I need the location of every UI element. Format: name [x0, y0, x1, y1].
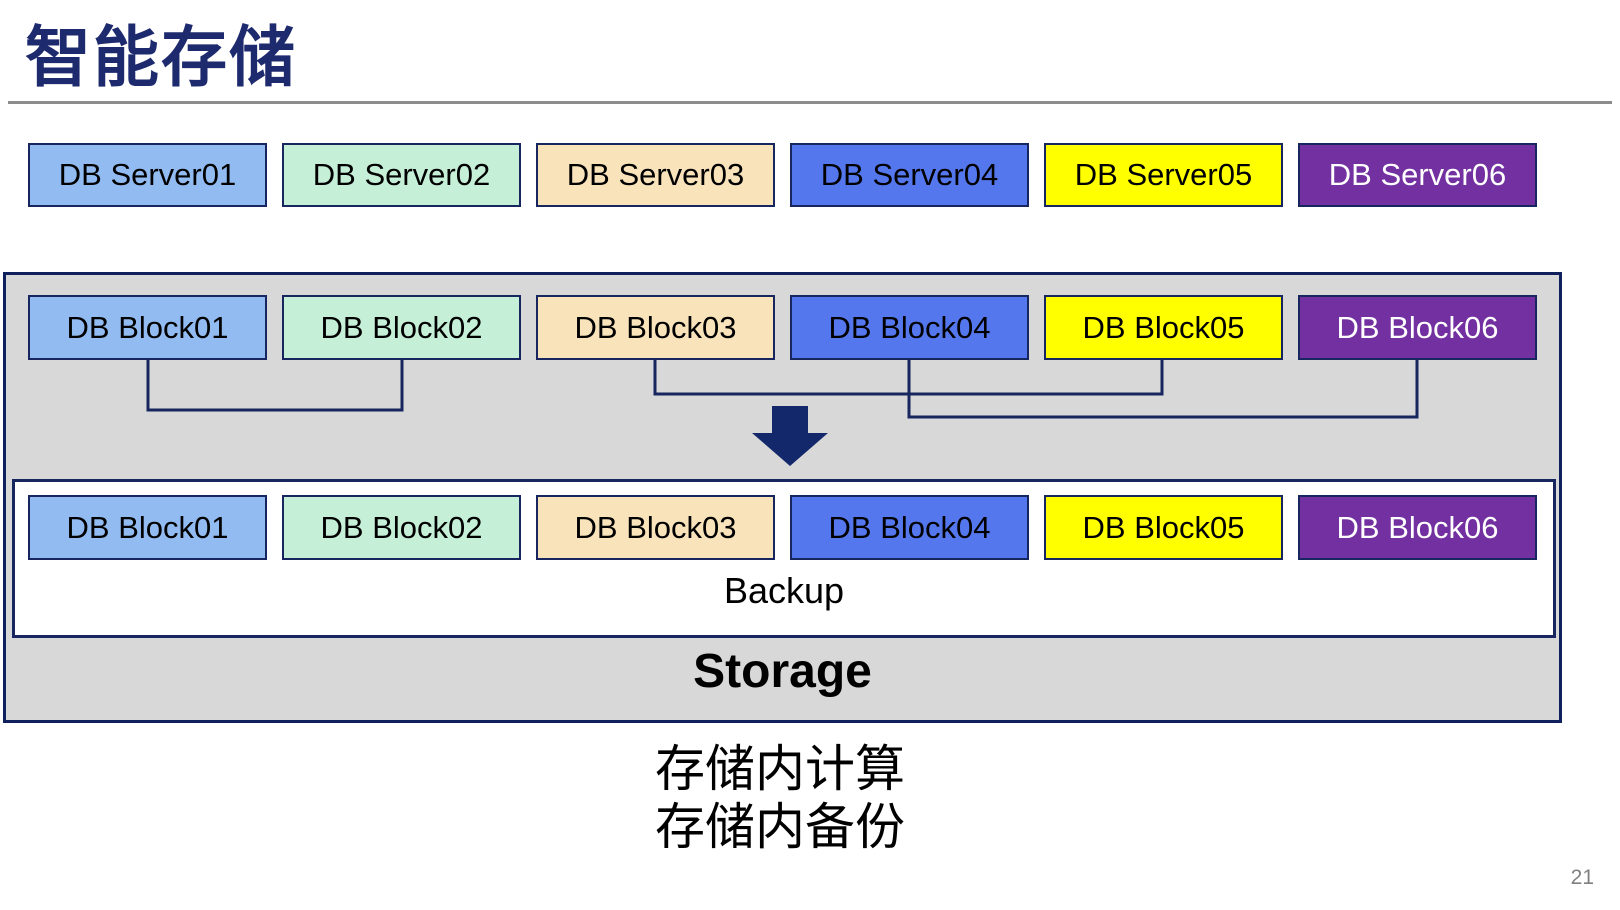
caption: 存储内计算 存储内备份 [655, 740, 905, 856]
db-block-box: DB Block06 [1298, 295, 1537, 360]
db-block-box: DB Block03 [536, 495, 775, 560]
db-block-box: DB Block05 [1044, 295, 1283, 360]
db-block-row-top: DB Block01 DB Block02 DB Block03 DB Bloc… [28, 295, 1537, 360]
db-server-box: DB Server06 [1298, 143, 1537, 207]
db-server-box: DB Server05 [1044, 143, 1283, 207]
db-block-box: DB Block01 [28, 295, 267, 360]
db-server-row: DB Server01 DB Server02 DB Server03 DB S… [28, 143, 1537, 207]
db-block-box: DB Block02 [282, 295, 521, 360]
db-server-box: DB Server03 [536, 143, 775, 207]
db-block-row-bottom: DB Block01 DB Block02 DB Block03 DB Bloc… [28, 495, 1537, 560]
storage-label: Storage [693, 645, 872, 698]
db-block-box: DB Block06 [1298, 495, 1537, 560]
caption-line-1: 存储内计算 [655, 741, 905, 797]
title-divider [8, 101, 1612, 104]
db-block-box: DB Block04 [790, 295, 1029, 360]
db-block-box: DB Block03 [536, 295, 775, 360]
caption-line-2: 存储内备份 [655, 799, 905, 855]
db-server-box: DB Server04 [790, 143, 1029, 207]
db-server-box: DB Server02 [282, 143, 521, 207]
page-title: 智能存储 [25, 20, 297, 94]
backup-label: Backup [723, 570, 845, 611]
db-server-box: DB Server01 [28, 143, 267, 207]
page-number: 21 [1570, 866, 1594, 889]
db-block-box: DB Block04 [790, 495, 1029, 560]
db-block-box: DB Block05 [1044, 495, 1283, 560]
db-block-box: DB Block02 [282, 495, 521, 560]
db-block-box: DB Block01 [28, 495, 267, 560]
